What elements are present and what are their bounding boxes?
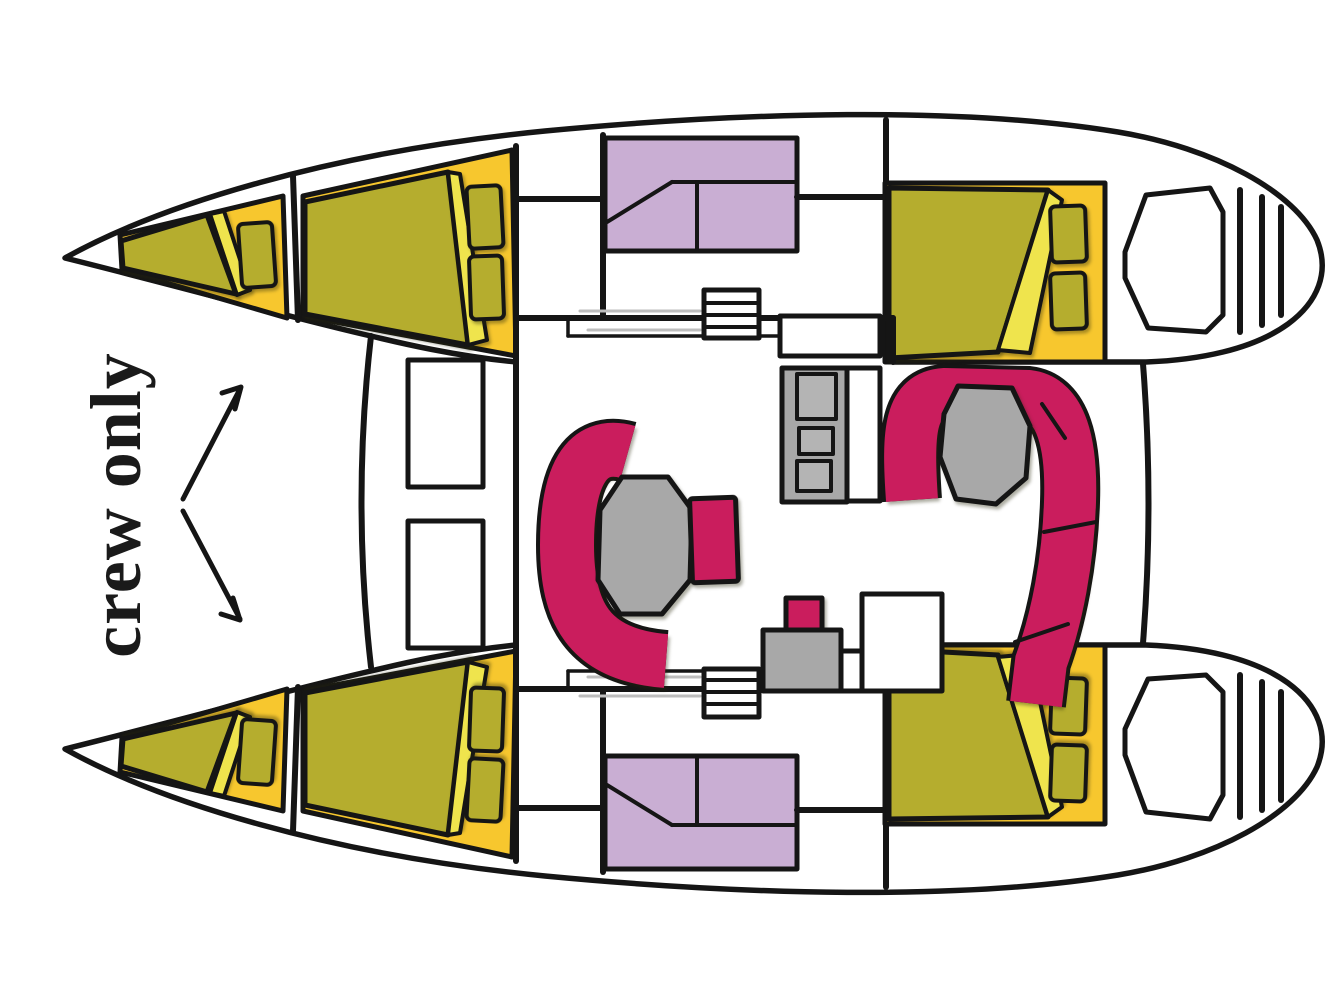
salon-seat — [687, 494, 741, 586]
aft-cabin-pillow-1 — [1048, 203, 1089, 265]
crew-only-label: crew only — [76, 352, 156, 658]
salon-table — [595, 474, 695, 617]
deck-locker-1 — [405, 357, 486, 490]
deck-locker-2 — [405, 518, 486, 651]
cockpit-cushion-divider-2 — [1042, 520, 1098, 534]
aft-cabin-pillow-2 — [1048, 270, 1089, 332]
crew-cabin-bulkhead — [290, 173, 301, 323]
transom-platform — [1122, 185, 1226, 335]
hull-half-starboard — [65, 645, 1322, 892]
crew-only-arrow-up — [180, 384, 244, 502]
aft-deck-edge — [1140, 361, 1152, 646]
galley-counter — [777, 313, 883, 359]
galley-burner-2 — [795, 459, 833, 493]
galley-side-counter — [844, 365, 883, 504]
nav-desk — [760, 627, 844, 694]
aft-cabin-blanket — [996, 188, 1064, 355]
hull-half-port — [62, 111, 1325, 365]
nav-locker — [859, 591, 945, 694]
salon-settee — [539, 422, 669, 688]
crew-cabin-pillow — [236, 220, 278, 290]
head-shower-door — [605, 180, 674, 224]
crew-only-arrow-down — [180, 508, 243, 623]
forward-cabin-bed — [302, 169, 471, 348]
nav-seat — [783, 595, 825, 635]
foredeck-curve — [358, 333, 374, 670]
galley-sink — [795, 372, 838, 421]
cockpit-cushion-divider-1 — [1040, 402, 1067, 440]
forward-cabin-pillow-1 — [464, 183, 506, 251]
forward-cabin-pillow-2 — [467, 253, 506, 322]
cockpit-table — [937, 383, 1033, 507]
cockpit-cushion-divider-3 — [1013, 622, 1070, 644]
head-compartment — [602, 135, 800, 254]
galley-burner-1 — [797, 426, 835, 456]
